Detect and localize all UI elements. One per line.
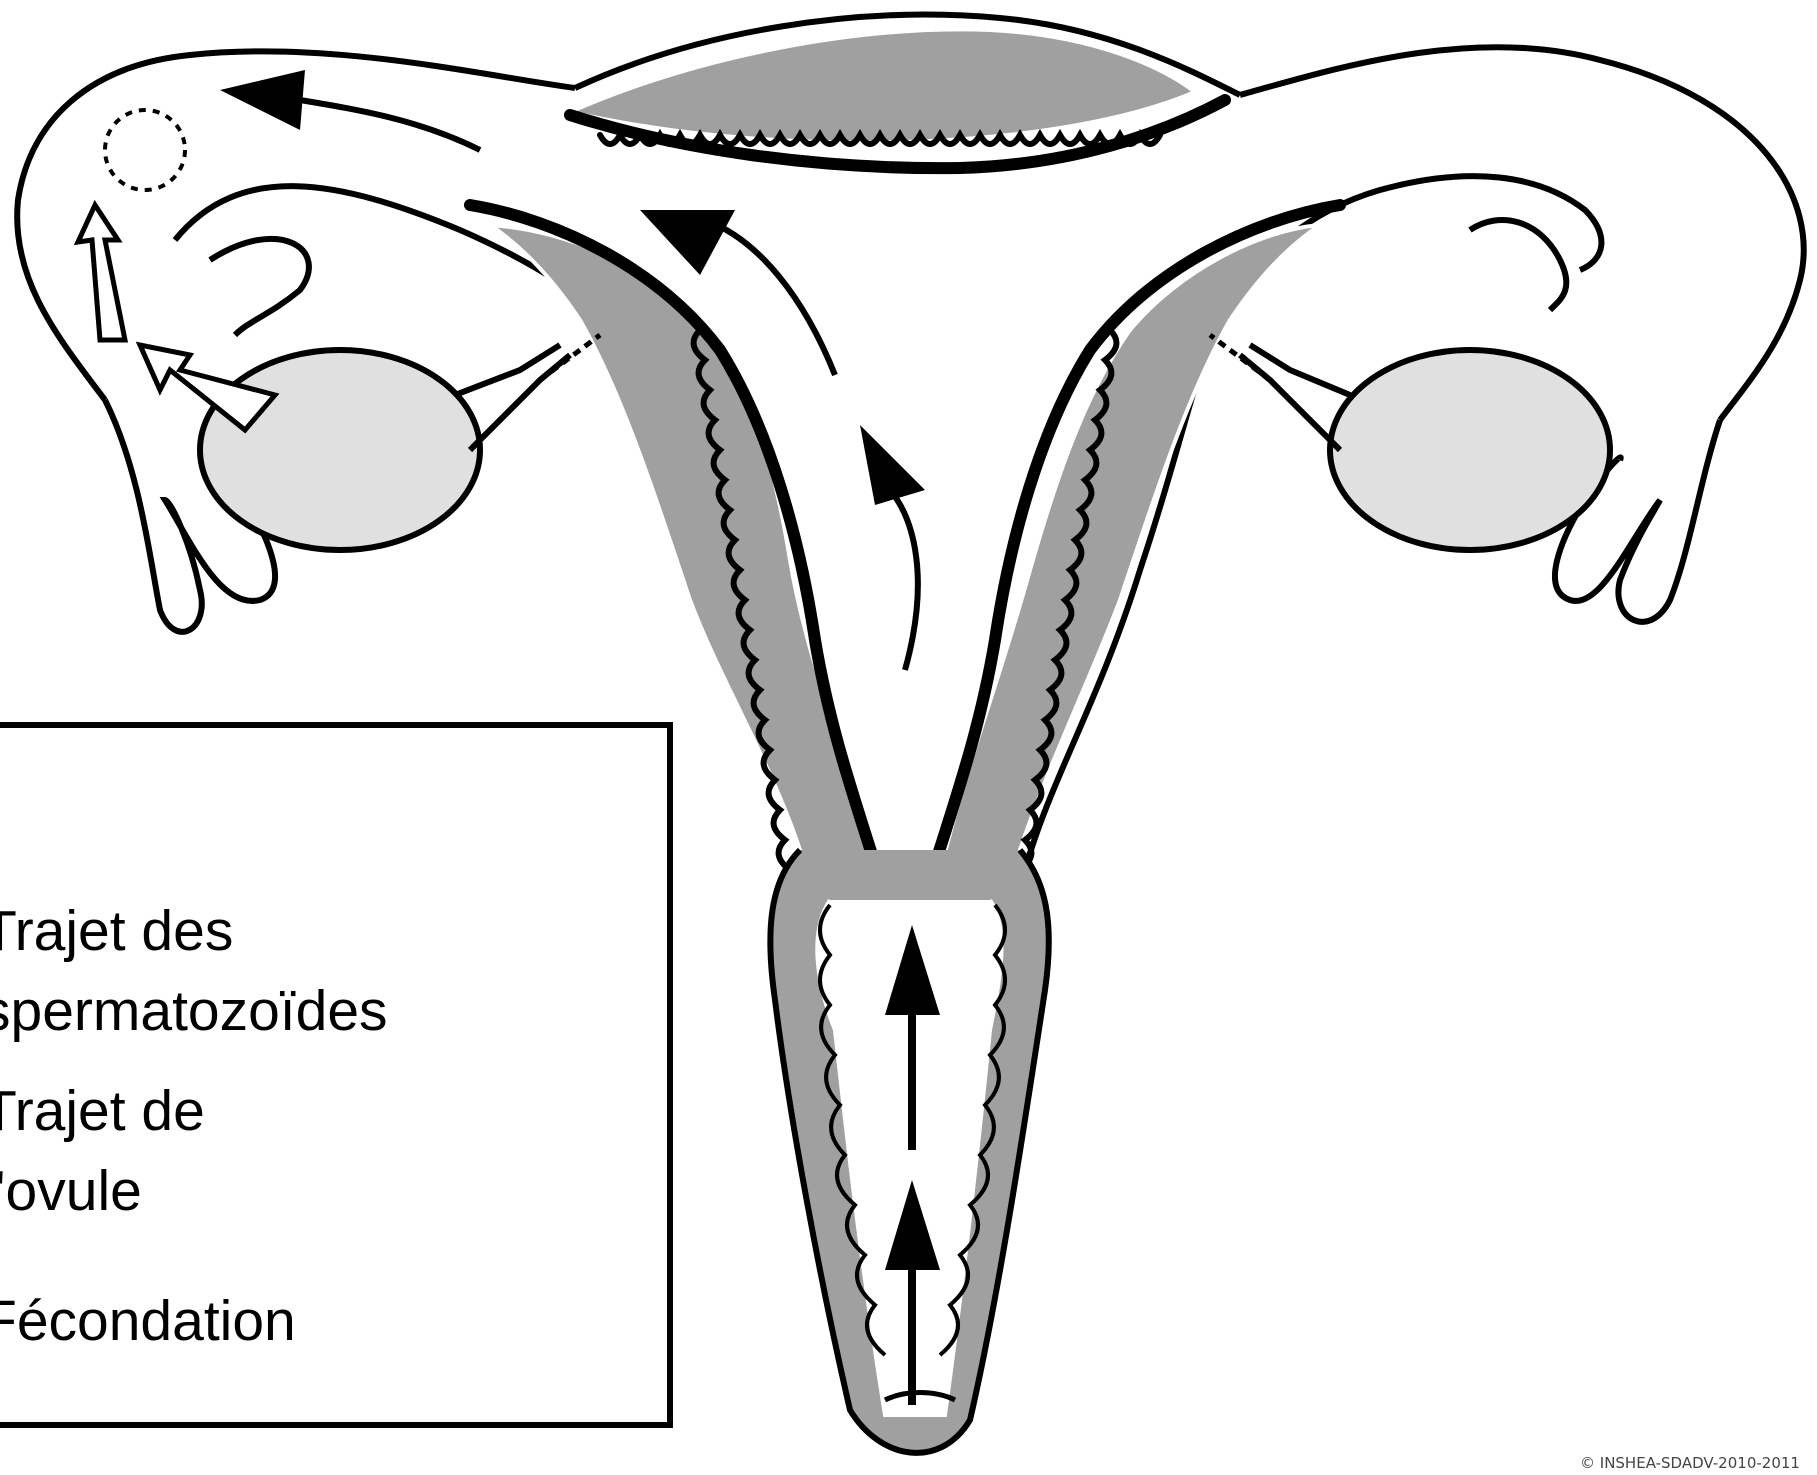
legend-item-1-line-1: Trajet des	[0, 899, 233, 963]
legend-item-1-line-2: spermatozoïdes	[0, 979, 388, 1043]
legend: Trajet des spermatozoïdes Trajet de l'ov…	[0, 725, 670, 1425]
right-ovary	[1210, 335, 1610, 550]
left-ovary	[200, 335, 600, 550]
fertilization-site	[105, 110, 185, 190]
copyright-notice: © INSHEA-SDADV-2010-2011	[1580, 1454, 1800, 1472]
legend-item-2-line-1: Trajet de	[0, 1079, 205, 1143]
legend-item-3-line-1: Fécondation	[0, 1289, 296, 1353]
legend-item-2-line-2: l'ovule	[0, 1159, 142, 1223]
